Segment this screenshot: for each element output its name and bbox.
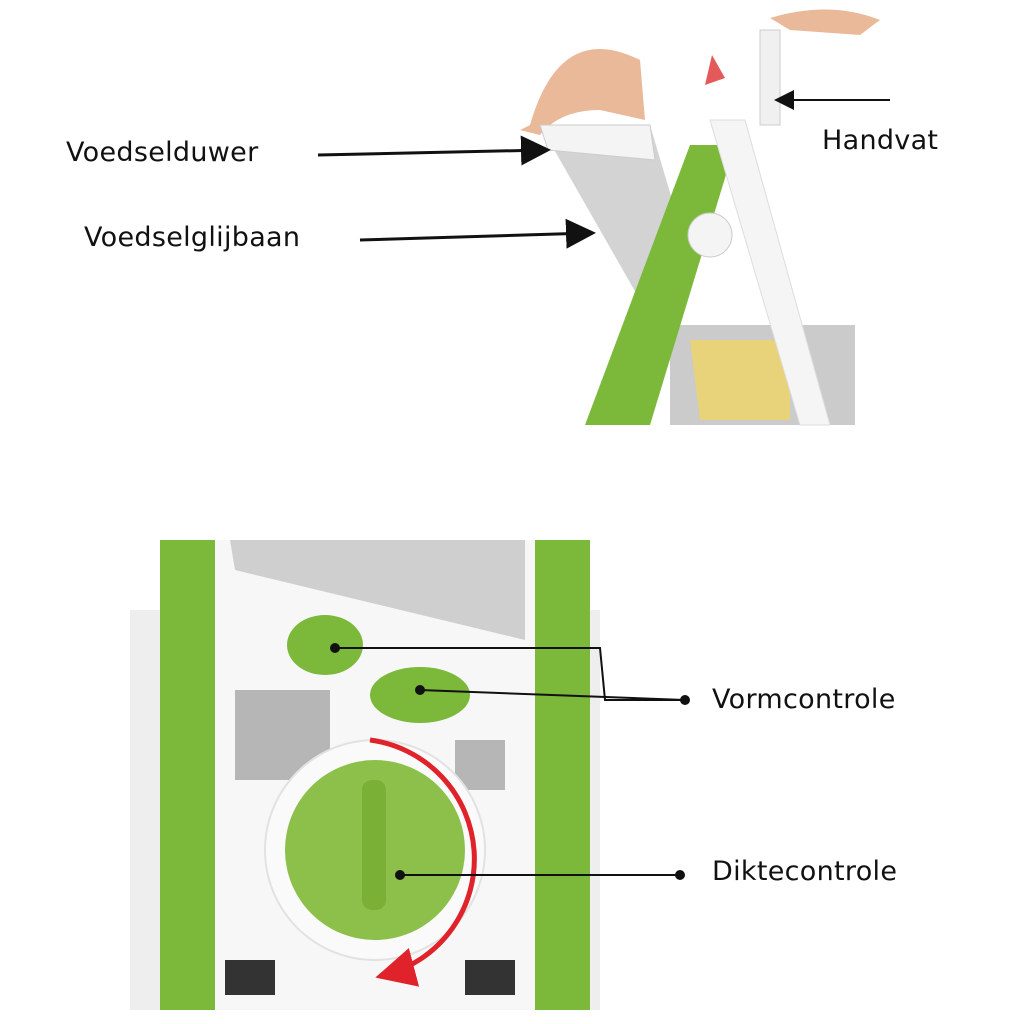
dial-grip [362, 780, 386, 910]
slicer-top-view [520, 9, 880, 426]
handle-shaft [759, 29, 781, 126]
label-food-pusher: Voedselduwer [66, 137, 259, 168]
label-food-chute: Voedselglijbaan [84, 222, 301, 253]
slicer-closeup [130, 540, 600, 1010]
press-arrow-icon [705, 55, 725, 85]
label-shape-control: Vormcontrole [712, 684, 896, 715]
food-pusher-arrow [317, 135, 551, 166]
shape-knob-1 [287, 615, 363, 675]
food-chute-arrow [359, 218, 596, 249]
sliced-fries [690, 340, 790, 420]
rotation-arrow-icon [369, 737, 477, 987]
white-leg [709, 119, 831, 426]
shape-control-line [335, 647, 685, 701]
hinge [687, 212, 733, 258]
right-hand [770, 9, 880, 35]
green-leg [585, 145, 735, 425]
left-hand [520, 48, 645, 135]
blade [230, 540, 525, 640]
label-thickness-control: Diktecontrole [712, 856, 898, 887]
left-green-rail [160, 540, 215, 1010]
label-handle: Handvat [822, 125, 939, 156]
right-green-rail [535, 540, 590, 1010]
